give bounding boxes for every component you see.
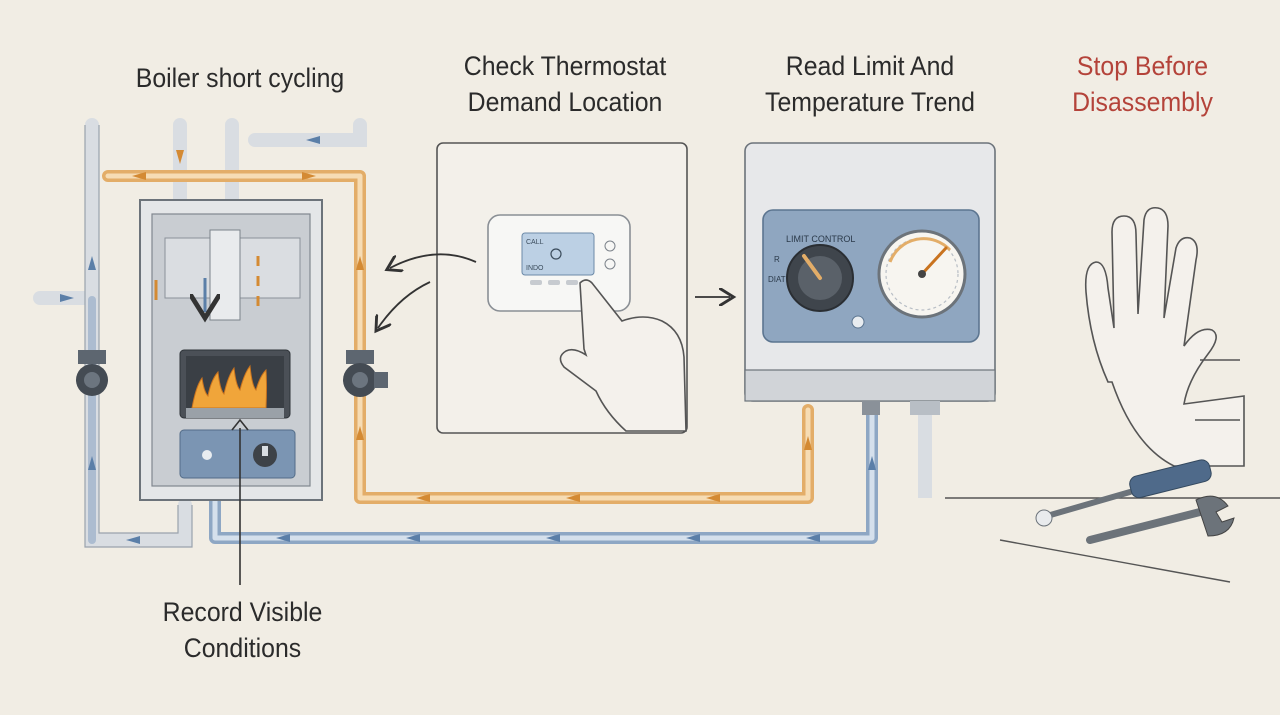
limit-label-line2: Temperature Trend: [765, 87, 975, 117]
check-thermostat-label: Check Thermostat Demand Location: [432, 48, 699, 120]
thermostat-icon: CALL INDO: [487, 214, 631, 312]
boiler-icon: [139, 199, 323, 585]
dial-mark-left: R: [774, 255, 780, 264]
thermostat-mode-bottom: INDO: [526, 265, 544, 272]
thermostat-mode-top: CALL: [526, 239, 544, 246]
record-label-line1: Record Visible: [162, 597, 323, 627]
boiler-short-cycling-label: Boiler short cycling: [111, 60, 369, 96]
stop-label-line1: Stop Before: [1076, 51, 1209, 81]
record-label-line2: Conditions: [183, 633, 302, 663]
temperature-gauge-icon: [877, 229, 967, 319]
workbench-edge: [945, 497, 1280, 583]
flame-icon: [191, 364, 267, 409]
thermostat-label-line2: Demand Location: [467, 87, 663, 117]
pointing-hand-icon: [559, 279, 687, 432]
limit-label-line1: Read Limit And: [785, 51, 955, 81]
limit-control-panel: LIMIT CONTROL R DIAT: [744, 142, 996, 498]
record-visible-conditions-label: Record Visible Conditions: [121, 594, 365, 666]
hot-water-loop: [102, 170, 814, 504]
thermostat-down-button: [604, 258, 616, 270]
stop-label-line2: Disassembly: [1072, 87, 1213, 117]
limit-control-title: LIMIT CONTROL: [786, 234, 855, 244]
wrench-icon: [1086, 495, 1235, 544]
pump-icon: [76, 350, 108, 396]
hot-flow-arrows: [132, 150, 812, 502]
read-limit-label: Read Limit And Temperature Trend: [737, 48, 1004, 120]
thermostat-label-line1: Check Thermostat: [463, 51, 667, 81]
sun-icon: [550, 248, 562, 260]
boiler-label-text: Boiler short cycling: [135, 63, 345, 93]
cold-water-loop: [88, 296, 878, 544]
dial-mark-bottom: DIAT: [768, 275, 786, 284]
thermostat-up-button: [604, 240, 616, 252]
thermostat-panel: CALL INDO: [378, 142, 688, 434]
pump-icon: [343, 350, 388, 397]
supply-pipe-outline: [84, 125, 193, 548]
cold-flow-arrows: [60, 136, 876, 544]
stop-before-disassembly-label: Stop Before Disassembly: [1039, 48, 1246, 120]
limit-dial-icon: [786, 244, 854, 312]
screwdriver-icon: [1035, 459, 1212, 527]
stop-hand-icon: [1084, 206, 1245, 467]
